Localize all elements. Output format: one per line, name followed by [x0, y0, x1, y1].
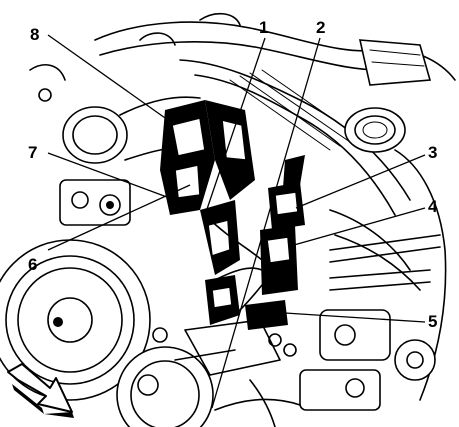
coil-connector-cluster	[160, 100, 305, 330]
leader-line-2	[211, 37, 321, 409]
view-direction-arrow-icon	[7, 363, 74, 418]
callout-8: 8	[30, 25, 39, 44]
callout-6: 6	[28, 255, 37, 274]
leader-line-7	[47, 152, 176, 201]
leader-line-5	[284, 312, 426, 323]
leader-line-3	[295, 154, 426, 209]
leader-lines	[47, 34, 426, 409]
callout-2: 2	[316, 18, 325, 37]
callout-4: 4	[428, 197, 438, 216]
callout-labels: 1 2 3 4 5 6 7 8	[28, 18, 438, 331]
callout-3: 3	[428, 143, 437, 162]
callout-5: 5	[428, 312, 437, 331]
leader-line-4	[293, 207, 426, 246]
leader-line-6	[47, 184, 191, 251]
leader-line-8	[47, 34, 176, 126]
engine-block	[0, 12, 456, 427]
callout-7: 7	[28, 143, 37, 162]
leader-line-1	[204, 37, 266, 216]
callout-1: 1	[259, 18, 268, 37]
